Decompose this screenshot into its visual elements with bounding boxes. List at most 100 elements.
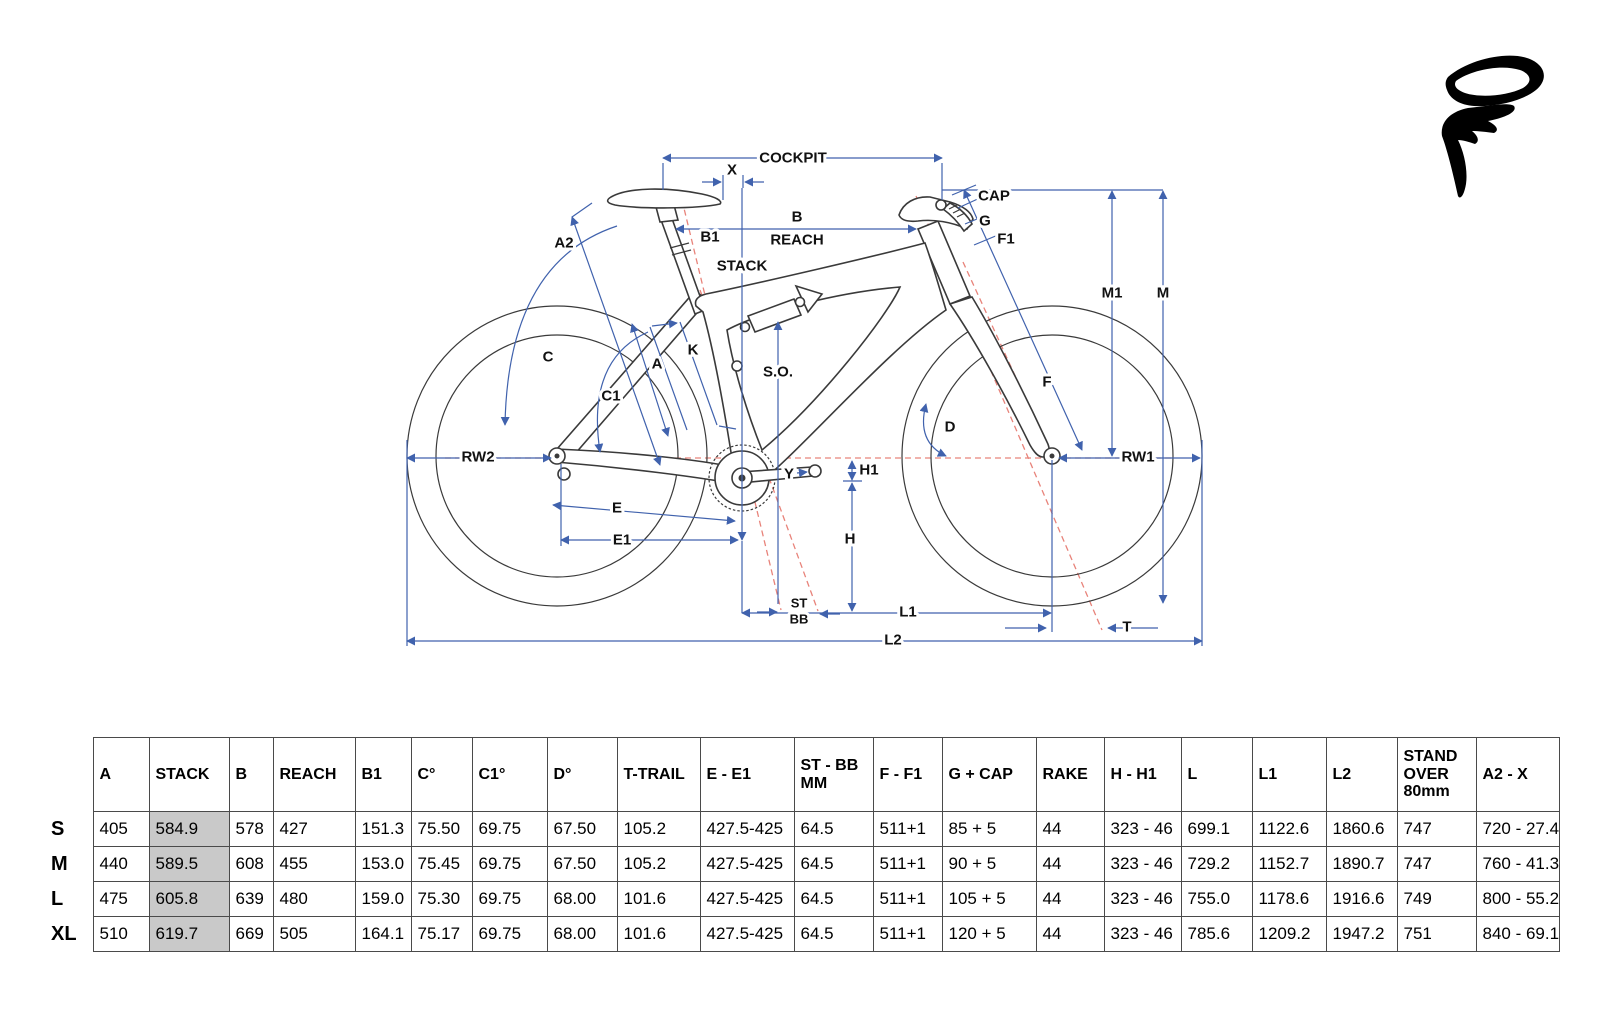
table-cell: 105.2: [616, 846, 701, 882]
dim-label-bb: BB: [790, 612, 809, 627]
dim-label-e1: E1: [613, 532, 631, 549]
table-cell: 75.30: [410, 881, 473, 917]
table-cell: 1916.6: [1325, 881, 1398, 917]
dim-label-cap: CAP: [978, 188, 1010, 205]
table-cell: 75.45: [410, 846, 473, 882]
table-cell: 619.7: [148, 916, 230, 952]
dim-label-h: H: [845, 531, 856, 548]
table-cell: 101.6: [616, 881, 701, 917]
column-header: STAND OVER 80mm: [1396, 737, 1477, 812]
column-header: B: [228, 737, 274, 812]
dim-label-rw2: RW2: [461, 449, 494, 466]
table-cell: 64.5: [793, 846, 874, 882]
table-cell: 1122.6: [1251, 811, 1327, 847]
column-header: C1°: [471, 737, 548, 812]
table-cell: 151.3: [354, 811, 412, 847]
table-cell: 323 - 46: [1103, 811, 1182, 847]
size-label: S: [45, 811, 93, 847]
table-cell: 505: [272, 916, 356, 952]
table-cell: 69.75: [471, 846, 548, 882]
table-cell: 68.00: [546, 881, 618, 917]
table-cell: 749: [1396, 881, 1477, 917]
table-cell: 427.5-425: [699, 846, 795, 882]
dim-label-t: T: [1122, 619, 1131, 636]
table-cell: 440: [92, 846, 150, 882]
column-header: A2 - X: [1475, 737, 1561, 812]
table-cell: 511+1: [872, 846, 943, 882]
column-header: E - E1: [699, 737, 795, 812]
table-cell: 323 - 46: [1103, 881, 1182, 917]
dim-label-b: B: [792, 209, 803, 226]
table-cell: 800 - 55.2: [1475, 881, 1561, 917]
table-cell: 589.5: [148, 846, 230, 882]
table-cell: 785.6: [1180, 916, 1253, 952]
table-corner: [45, 737, 93, 812]
dim-label-st: ST: [791, 596, 808, 611]
table-cell: 101.6: [616, 916, 701, 952]
table-cell: 669: [228, 916, 274, 952]
table-cell: 720 - 27.4: [1475, 811, 1561, 847]
size-label: M: [45, 846, 93, 882]
table-cell: 105.2: [616, 811, 701, 847]
table-cell: 1890.7: [1325, 846, 1398, 882]
table-cell: 840 - 69.1: [1475, 916, 1561, 952]
table-cell: 747: [1396, 811, 1477, 847]
table-cell: 511+1: [872, 811, 943, 847]
table-cell: 75.17: [410, 916, 473, 952]
dim-label-c: C: [543, 349, 554, 366]
dim-label-y: Y: [784, 466, 794, 483]
table-cell: 153.0: [354, 846, 412, 882]
column-header: STACK: [148, 737, 230, 812]
table-cell: 511+1: [872, 881, 943, 917]
dim-label-l2: L2: [884, 632, 902, 649]
table-cell: 323 - 46: [1103, 916, 1182, 952]
column-header: A: [92, 737, 150, 812]
table-cell: 67.50: [546, 846, 618, 882]
table-cell: 699.1: [1180, 811, 1253, 847]
dim-label-h1: H1: [859, 462, 878, 479]
pinarello-logo: [1441, 55, 1544, 198]
table-cell: 68.00: [546, 916, 618, 952]
table-cell: 608: [228, 846, 274, 882]
table-cell: 751: [1396, 916, 1477, 952]
dim-label-g: G: [979, 213, 991, 230]
table-cell: 584.9: [148, 811, 230, 847]
table-cell: 85 + 5: [941, 811, 1037, 847]
table-cell: 475: [92, 881, 150, 917]
table-cell: 578: [228, 811, 274, 847]
table-cell: 755.0: [1180, 881, 1253, 917]
column-header: REACH: [272, 737, 356, 812]
rear-derailleur: [557, 467, 571, 481]
headset-cap: [935, 199, 947, 211]
table-cell: 605.8: [148, 881, 230, 917]
column-header: ST - BB MM: [793, 737, 874, 812]
table-cell: 64.5: [793, 916, 874, 952]
table-cell: 455: [272, 846, 356, 882]
table-cell: 510: [92, 916, 150, 952]
dim-label-m1: M1: [1102, 285, 1123, 302]
column-header: G + CAP: [941, 737, 1037, 812]
table-cell: 405: [92, 811, 150, 847]
dim-label-rw1: RW1: [1121, 449, 1154, 466]
saddle: [606, 188, 722, 209]
column-header: T-TRAIL: [616, 737, 701, 812]
dim-label-a2: A2: [554, 235, 573, 252]
dim-label-x: X: [727, 162, 737, 179]
dim-label-s-o-: S.O.: [763, 364, 793, 381]
dim-label-b1: B1: [700, 229, 719, 246]
table-cell: 164.1: [354, 916, 412, 952]
table-cell: 427.5-425: [699, 811, 795, 847]
table-cell: 159.0: [354, 881, 412, 917]
table-cell: 44: [1035, 846, 1105, 882]
table-cell: 1947.2: [1325, 916, 1398, 952]
table-cell: 760 - 41.3: [1475, 846, 1561, 882]
table-cell: 427.5-425: [699, 881, 795, 917]
seat-stay: [555, 289, 710, 464]
dim-label-f: F: [1042, 374, 1051, 391]
table-cell: 67.50: [546, 811, 618, 847]
table-cell: 480: [272, 881, 356, 917]
